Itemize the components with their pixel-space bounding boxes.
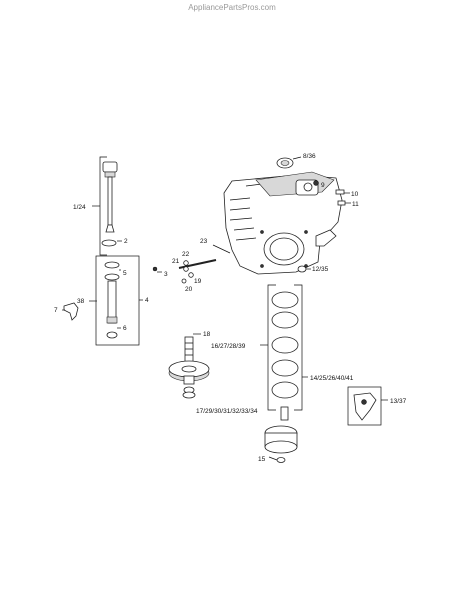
dipstick-assembly [99,156,118,256]
governor-shaft-assembly [95,255,140,346]
drain-plug-part [297,265,307,273]
callout-3: 3 [164,271,168,278]
callout-15: 15 [258,456,266,463]
callout-9: 9 [321,182,325,189]
callout-10: 10 [351,191,359,198]
fitting-part [335,189,345,195]
dowel-part [337,200,346,206]
callout-7: 7 [54,307,58,314]
callout-5: 5 [123,270,127,277]
callout-1-24: 1/24 [73,204,86,211]
callout-11: 11 [352,201,359,208]
watermark-text: AppliancePartsPros.com [188,3,276,12]
callout-16-27: 16/27/28/39 [211,343,246,350]
callout-14-25: 14/25/26/40/41 [310,375,354,382]
plug-part [313,180,319,186]
callout-18: 18 [203,331,211,338]
small-hardware-parts [152,244,231,284]
callout-2: 2 [124,238,128,245]
callout-4: 4 [145,297,149,304]
callout-13-37: 13/37 [390,398,407,405]
callout-22: 22 [182,251,190,258]
crankcase-block [223,171,343,275]
callout-21: 21 [172,258,180,265]
camshaft-part [168,336,210,399]
callout-6: 6 [123,325,127,332]
callout-38: 38 [77,298,85,305]
bracket-part [63,302,79,321]
piston-ring-set [267,284,303,411]
callout-20: 20 [185,286,193,293]
callout-12-35: 12/35 [312,266,329,273]
callout-23: 23 [200,238,208,245]
callout-8-36: 8/36 [303,153,316,160]
callout-17-29: 17/29/30/31/32/33/34 [196,408,258,415]
callout-19: 19 [194,278,202,285]
oil-filter-adapter [347,386,382,426]
piston-part [264,406,298,463]
